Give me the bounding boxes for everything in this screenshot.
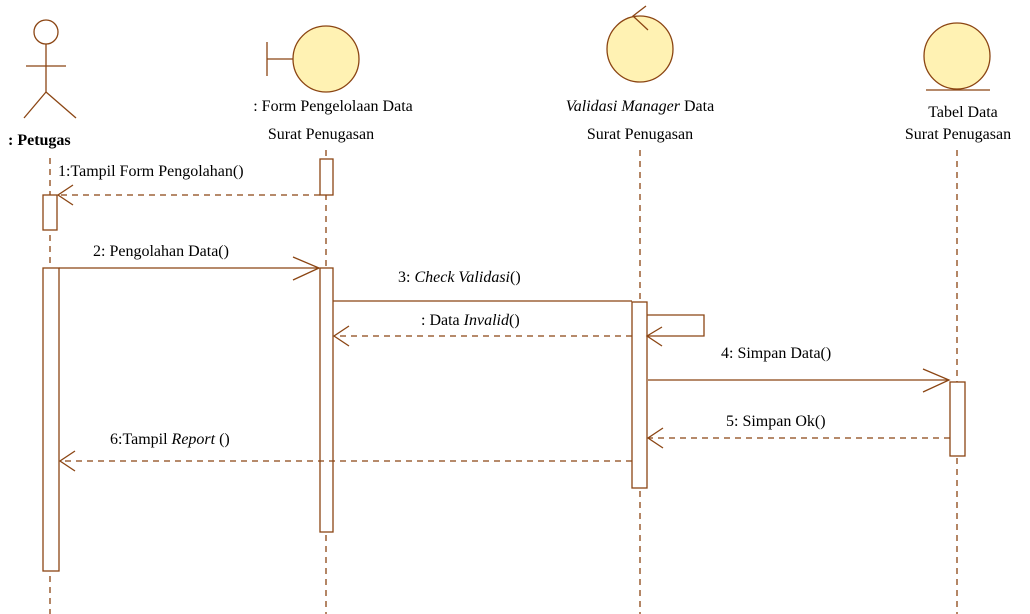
message-1: 1:Tampil Form Pengolahan() <box>56 163 320 206</box>
message-4: 4: Simpan Data() <box>648 345 951 393</box>
message-invalid-suffix: () <box>509 312 520 329</box>
activation-tabel <box>949 381 966 457</box>
activation-form-1 <box>319 158 334 196</box>
message-3-suffix: () <box>510 269 521 286</box>
tabel-label-line2: Surat Penugasan <box>905 126 1011 143</box>
activation-form-2 <box>319 267 334 533</box>
activation-validasi <box>631 301 648 489</box>
lifelines <box>49 150 958 614</box>
message-invalid-italic: Invalid <box>463 312 510 329</box>
form-label-line1: : Form Pengelolaan Data <box>253 98 413 115</box>
message-invalid-prefix: : Data <box>421 312 464 329</box>
validasi-label-plain: Data <box>680 98 714 115</box>
validasi-label-line1: Validasi Manager Data <box>566 98 714 115</box>
message-6-prefix: 6:Tampil <box>110 431 172 448</box>
message-invalid: : Data Invalid() <box>332 312 632 347</box>
form-label-line2: Surat Penugasan <box>268 126 374 143</box>
validasi-label-line2: Surat Penugasan <box>587 126 693 143</box>
message-4-label: 4: Simpan Data() <box>721 345 831 362</box>
message-6-label: 6:Tampil Report () <box>110 431 230 448</box>
message-3-prefix: 3: <box>398 269 414 286</box>
validasi-label-italic: Validasi Manager <box>566 98 681 115</box>
boundary-icon <box>266 25 360 93</box>
message-3-italic: Check Validasi <box>414 269 510 286</box>
message-3: 3: Check Validasi() <box>333 269 632 302</box>
activations <box>42 158 966 572</box>
activation-petugas-2 <box>42 267 60 572</box>
message-invalid-label: : Data Invalid() <box>421 312 520 329</box>
message-1-label: 1:Tampil Form Pengolahan() <box>58 163 244 180</box>
message-6: 6:Tampil Report () <box>58 431 632 472</box>
message-2: 2: Pengolahan Data() <box>59 243 321 281</box>
message-6-italic: Report <box>171 431 216 448</box>
message-5-label: 5: Simpan Ok() <box>726 413 826 430</box>
entity-icon <box>923 22 991 91</box>
message-self-validasi <box>645 314 705 347</box>
message-5: 5: Simpan Ok() <box>646 413 950 449</box>
message-3-label: 3: Check Validasi() <box>398 269 521 286</box>
control-icon <box>606 5 674 83</box>
message-6-suffix: () <box>215 431 230 448</box>
actor-stick-figure-icon <box>23 19 77 119</box>
actor-label: : Petugas <box>8 132 71 149</box>
message-2-label: 2: Pengolahan Data() <box>93 243 229 260</box>
activation-petugas-1 <box>42 194 58 231</box>
tabel-label-line1: Tabel Data <box>928 104 998 121</box>
